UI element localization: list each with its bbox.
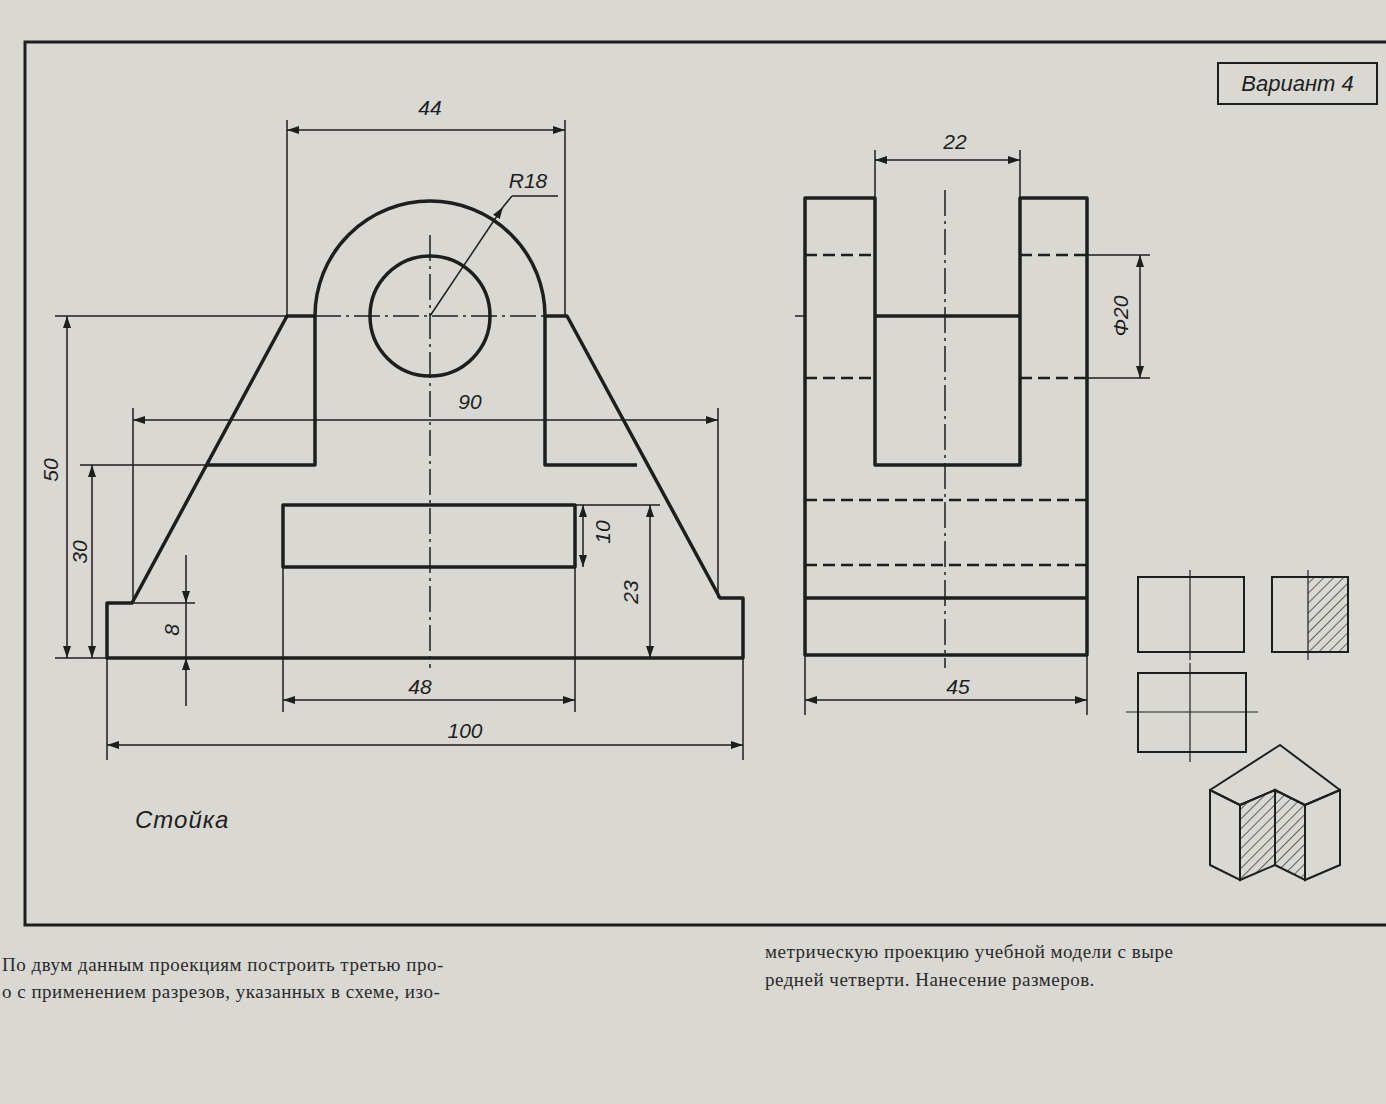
dimension-value: 23 [620,580,641,603]
variant-label: Вариант 4 [1241,71,1353,97]
part-name: Стойка [135,808,229,832]
dimension-value: 22 [943,131,966,152]
hidden-lines [805,255,1087,565]
side-dimension-lines [795,150,1150,715]
dimension-value: 100 [447,720,482,741]
variant-box: Вариант 4 [1217,62,1378,105]
radius-dimension: R18 [509,170,548,191]
dimension-value: 45 [946,676,969,697]
dimension-value: 10 [592,520,613,543]
task-text: о с применением разрезов, указанных в сх… [2,982,440,1001]
side-view [805,198,1087,655]
sheet-frame [25,42,1386,925]
task-text: По двум данным проекциям построить треть… [2,955,444,974]
dimension-value: 90 [458,391,481,412]
dimension-value: 50 [40,458,61,481]
section-scheme [1126,570,1348,880]
diameter-dimension: Φ20 [1110,296,1131,337]
dimension-value: 48 [408,676,431,697]
dimension-lines [55,120,743,760]
dimension-value: 44 [418,97,441,118]
dimension-value: 8 [161,624,182,636]
front-view [107,201,743,658]
task-text: метрическую проекцию учебной модели с вы… [765,942,1173,961]
dimension-value: 30 [69,540,90,563]
task-text: редней четверти. Нанесение размеров. [765,970,1095,989]
